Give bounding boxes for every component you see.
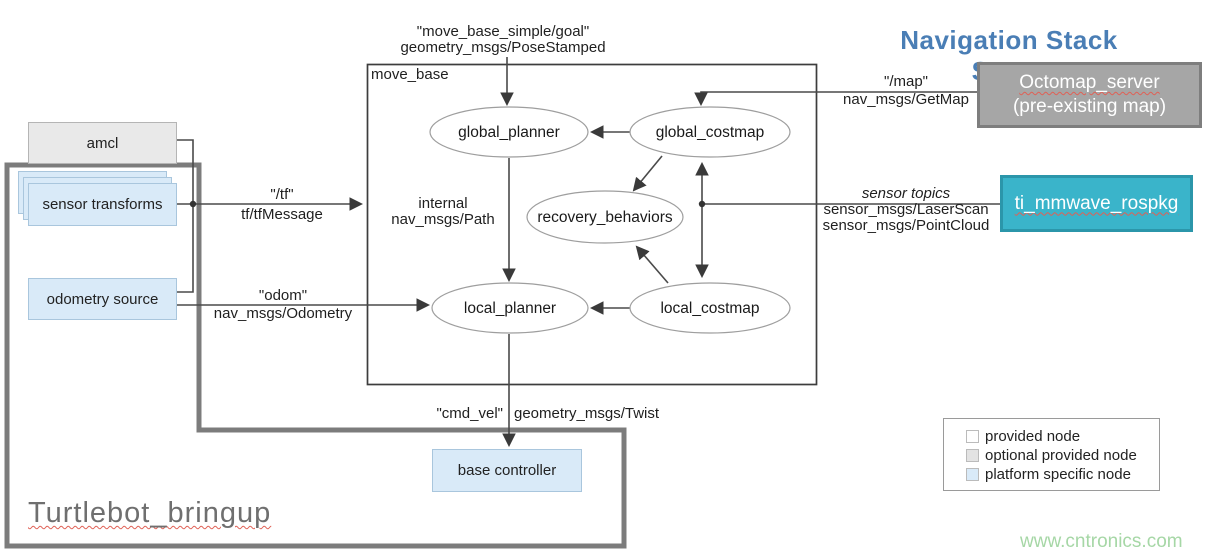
turtlebot-bringup-frame — [4, 162, 627, 549]
global-planner-label: global_planner — [458, 124, 560, 141]
legend-swatch-provided — [966, 430, 979, 443]
legend-swatch-platform — [966, 468, 979, 481]
legend-label: optional provided node — [985, 447, 1137, 464]
edge-amcl-connector — [177, 139, 194, 293]
map-topic-label: "/map" nav_msgs/GetMap — [843, 73, 969, 108]
edge-localcostmap-recovery — [635, 245, 669, 284]
legend-row-platform: platform specific node — [966, 465, 1159, 484]
global-planner-ellipse — [429, 106, 589, 158]
node-ti-mmwave-rospkg: ti_mmwave_rospkg — [1000, 175, 1193, 232]
global-costmap-label: global_costmap — [656, 124, 765, 141]
junction-dot-tf — [189, 200, 197, 208]
local-planner-ellipse — [431, 282, 589, 334]
sensor-topics-label: sensor topics sensor_msgs/LaserScan sens… — [822, 185, 990, 234]
node-odometry-source: odometry source — [28, 278, 177, 320]
cmdvel-topic-label: "cmd_vel" — [436, 405, 503, 422]
legend-box: provided node optional provided node pla… — [943, 418, 1160, 491]
node-global-costmap: global_costmap — [629, 106, 791, 158]
tf-topic-label: "/tf" tf/tfMessage — [241, 186, 323, 223]
goal-topic-label: "move_base_simple/goal" geometry_msgs/Po… — [400, 23, 606, 56]
legend-label: provided node — [985, 428, 1081, 445]
local-planner-label: local_planner — [464, 300, 556, 317]
edge-globalcostmap-recovery — [632, 155, 663, 192]
legend-row-optional: optional provided node — [966, 446, 1159, 465]
node-local-costmap: local_costmap — [629, 282, 791, 334]
node-sensor-transforms-stack: sensor transforms — [18, 171, 178, 227]
odom-topic-label: "odom" nav_msgs/Odometry — [213, 287, 353, 322]
node-octomap-server: Octomap_server (pre-existing map) — [977, 62, 1202, 128]
node-recovery-behaviors: recovery_behaviors — [526, 190, 684, 244]
recovery-behaviors-label: recovery_behaviors — [537, 209, 673, 226]
local-costmap-ellipse — [629, 282, 791, 334]
recovery-behaviors-ellipse — [526, 190, 684, 244]
edge-map-arrow — [694, 91, 977, 107]
turtlebot-bringup-label: Turtlebot_bringup — [28, 497, 272, 529]
node-base-controller: base controller — [432, 449, 582, 492]
node-local-planner: local_planner — [431, 282, 589, 334]
internal-path-label: internal nav_msgs/Path — [391, 195, 495, 228]
global-costmap-ellipse — [629, 106, 791, 158]
node-amcl: amcl — [28, 122, 177, 164]
junction-dot-sensor — [698, 200, 706, 208]
node-sensor-transforms: sensor transforms — [28, 183, 177, 226]
legend-row-provided: provided node — [966, 427, 1159, 446]
node-global-planner: global_planner — [429, 106, 589, 158]
legend-swatch-optional — [966, 449, 979, 462]
legend-label: platform specific node — [985, 466, 1131, 483]
move-base-container-label: move_base — [371, 66, 449, 83]
cmdvel-type-label: geometry_msgs/Twist — [514, 405, 660, 422]
local-costmap-label: local_costmap — [660, 300, 759, 317]
watermark-text: www.cntronics.com — [1020, 531, 1183, 552]
